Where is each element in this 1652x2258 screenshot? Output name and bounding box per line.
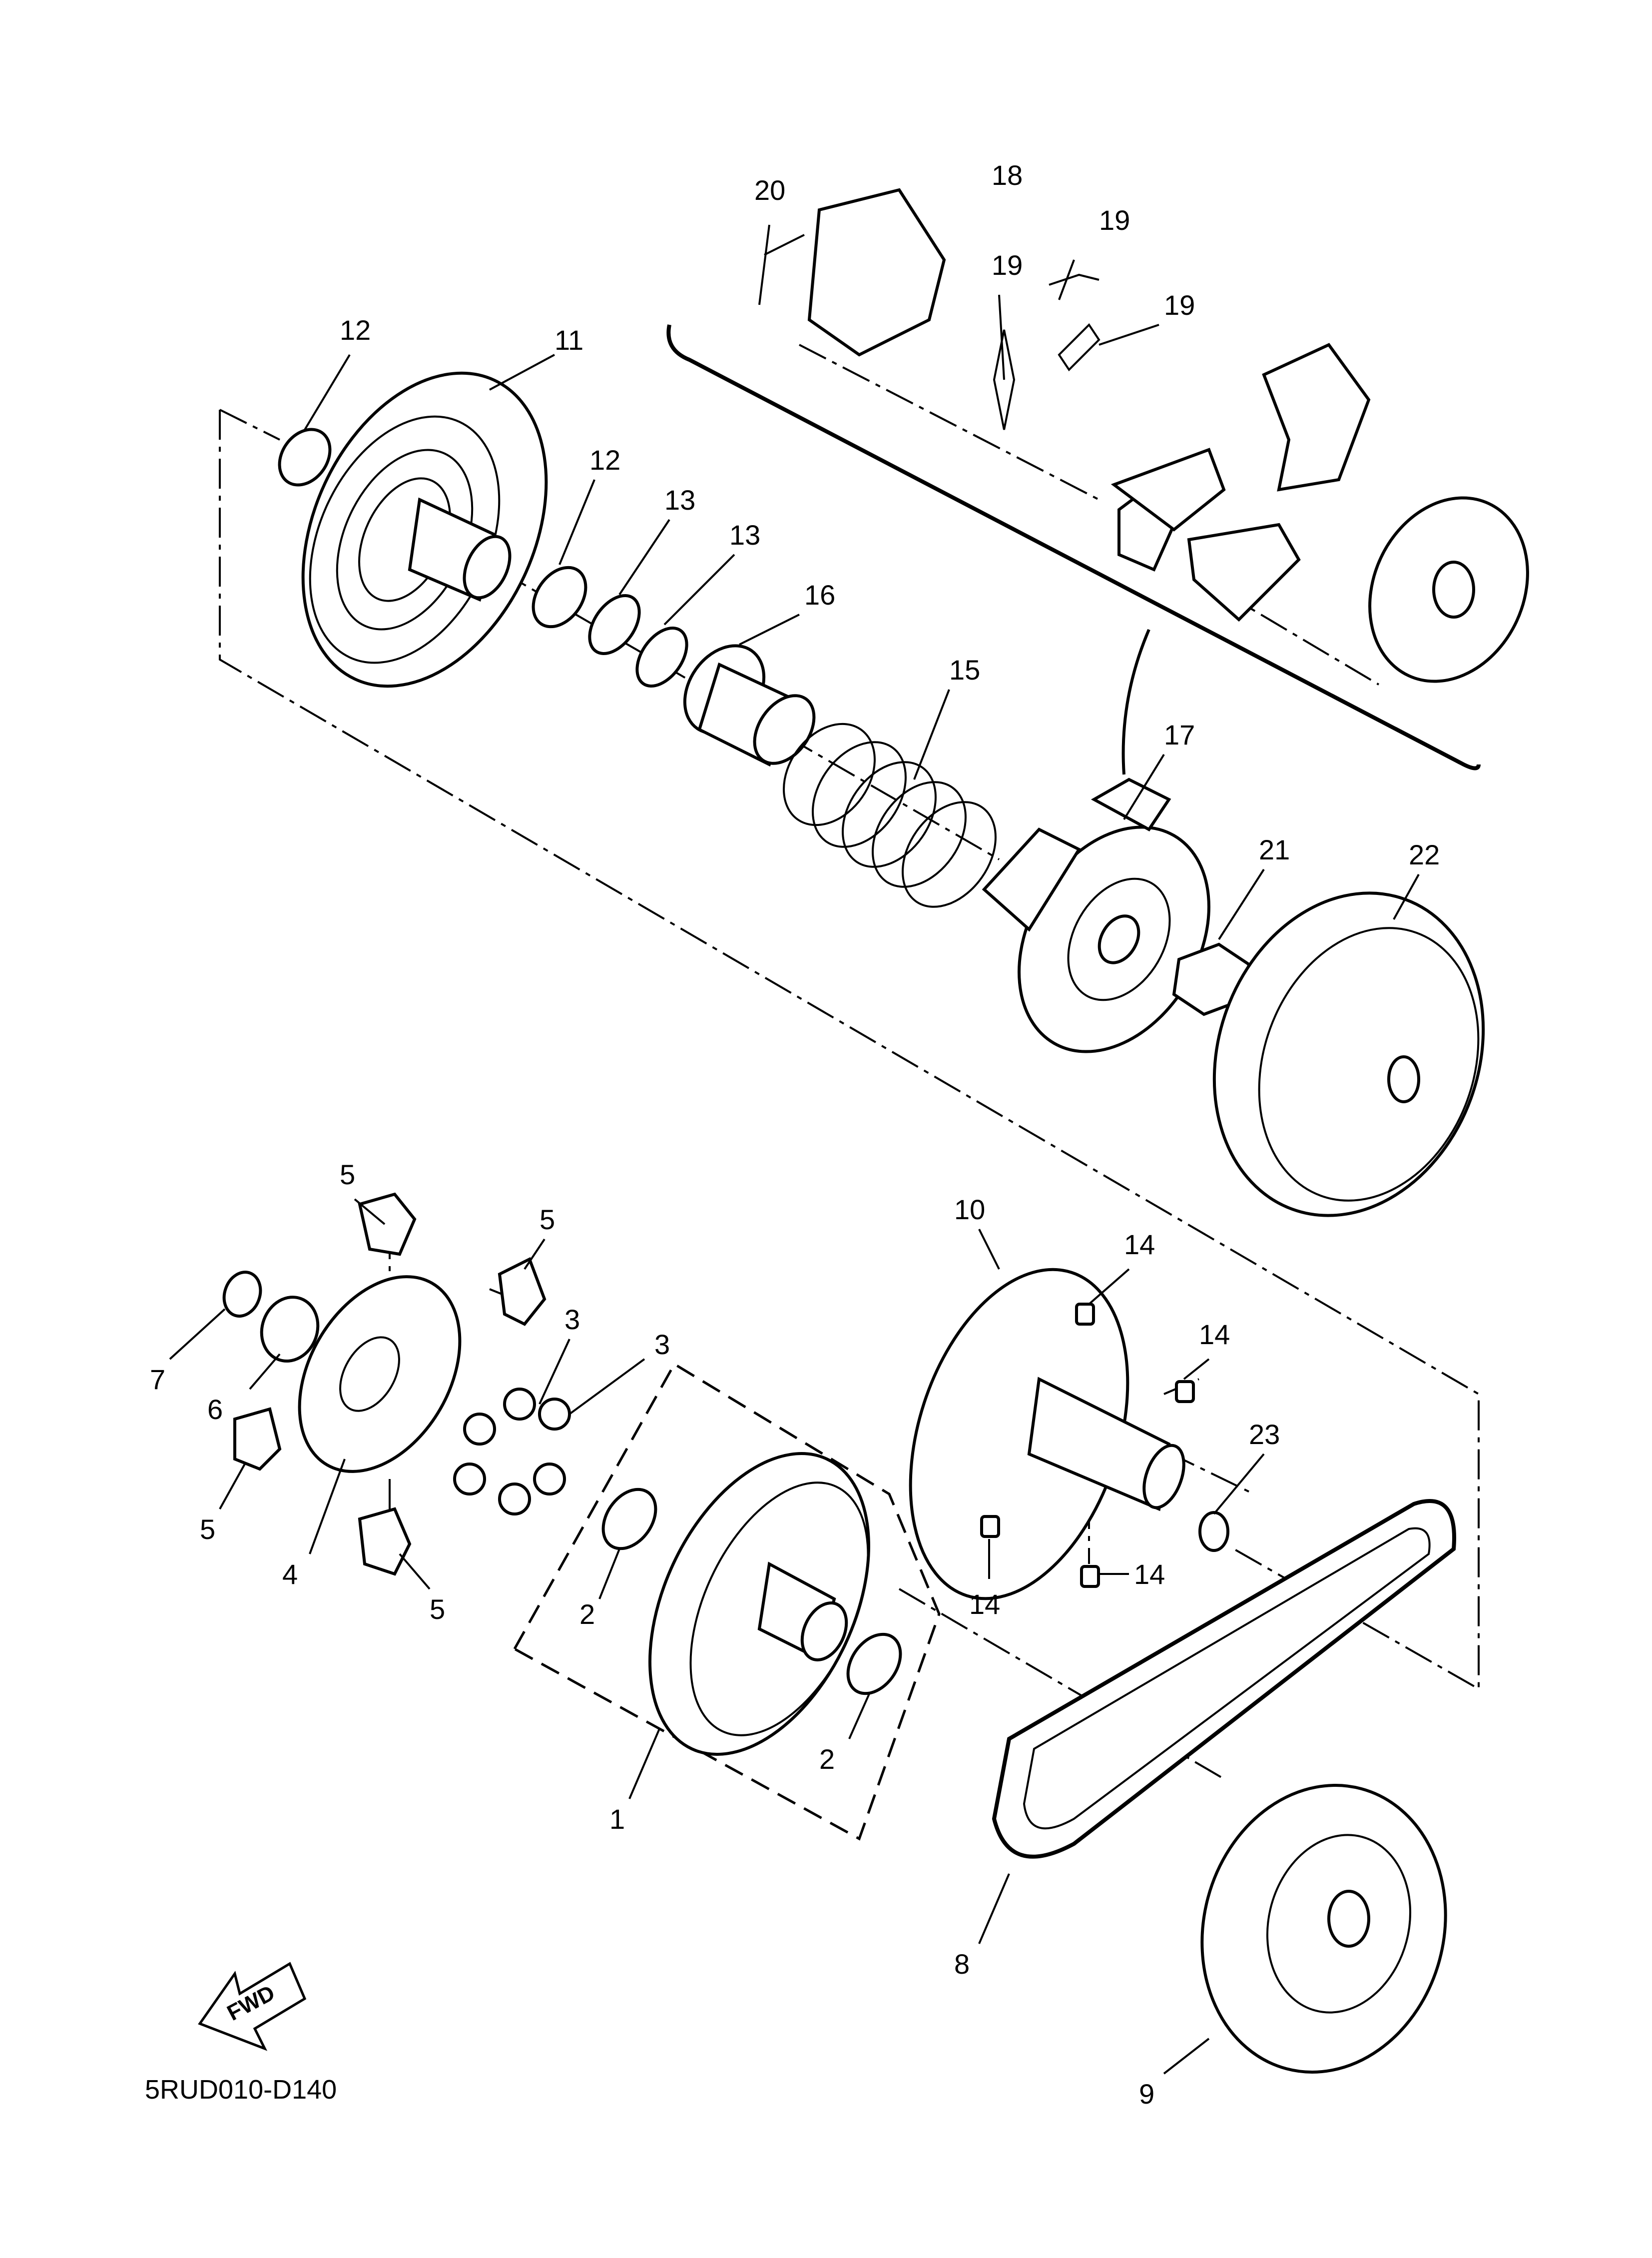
label-part-23: 23 [1249, 1419, 1280, 1450]
label-part-7: 7 [150, 1364, 165, 1395]
compression-spring-part [783, 723, 997, 908]
label-part-14c: 14 [969, 1588, 1000, 1620]
label-part-18: 18 [992, 159, 1023, 191]
v-belt-part [992, 1499, 1456, 1859]
label-part-14b: 14 [1199, 1319, 1230, 1350]
label-part-19a: 19 [1099, 204, 1130, 236]
label-part-5b: 5 [540, 1204, 555, 1235]
fwd-arrow-icon: FWD [198, 1962, 307, 2051]
bushing-2a [601, 1488, 657, 1550]
label-part-2b: 2 [819, 1743, 835, 1775]
label-part-17: 17 [1164, 719, 1195, 751]
label-part-5d: 5 [430, 1593, 445, 1625]
label-part-16: 16 [804, 579, 835, 611]
pin-14c [980, 1515, 1000, 1538]
label-part-12a: 12 [340, 314, 371, 346]
o-ring-2 [635, 627, 688, 688]
pin-14b [1175, 1380, 1195, 1403]
label-part-3a: 3 [564, 1304, 580, 1335]
pin-14a [1075, 1303, 1095, 1326]
label-part-2a: 2 [579, 1598, 595, 1630]
bushing-2b [846, 1632, 902, 1695]
label-part-9: 9 [1139, 2078, 1154, 2110]
secondary-sheave-part [301, 371, 548, 688]
clutch-carrier-part [982, 777, 1210, 1053]
label-part-3b: 3 [654, 1329, 670, 1360]
slider-5c [233, 1407, 282, 1471]
oil-seal-23 [1198, 1511, 1229, 1552]
label-part-20: 20 [754, 174, 785, 206]
cam-part [298, 1275, 462, 1473]
v-belt-inner [1023, 1527, 1431, 1830]
label-part-14a: 14 [1124, 1229, 1155, 1260]
label-part-10: 10 [954, 1194, 985, 1225]
label-part-8: 8 [954, 1948, 970, 1980]
label-part-5a: 5 [340, 1159, 355, 1190]
clutch-shoes-subassembly [807, 188, 1529, 683]
label-part-14d: 14 [1134, 1558, 1165, 1590]
slider-5a [358, 1192, 417, 1256]
clutch-housing-part [1212, 891, 1485, 1217]
clutch-subassembly-bracket [666, 324, 1481, 770]
label-part-13b: 13 [729, 519, 760, 551]
leader-lines [169, 224, 1420, 2075]
label-part-22: 22 [1409, 839, 1440, 870]
primary-sliding-sheave-part [648, 1452, 870, 1756]
pin-14d [1080, 1565, 1100, 1588]
label-part-19c: 19 [1164, 289, 1195, 321]
weight-rollers [453, 1388, 571, 1515]
diagram-code: 5RUD010-D140 [145, 2075, 337, 2105]
o-ring-1 [588, 594, 641, 655]
label-part-19b: 19 [992, 249, 1023, 281]
group-box-primary-sheave [513, 1362, 941, 1841]
oil-seal-upper [278, 428, 332, 487]
primary-fixed-sheave-part [1200, 1784, 1447, 2074]
label-part-5c: 5 [200, 1513, 215, 1545]
oil-seal-lower [532, 566, 587, 629]
collar-part [260, 1296, 320, 1363]
label-part-6: 6 [207, 1394, 223, 1425]
label-part-1: 1 [609, 1803, 625, 1835]
label-part-13a: 13 [664, 484, 695, 516]
label-part-21: 21 [1259, 834, 1290, 865]
secondary-fixed-sheave-part [909, 1268, 1185, 1600]
o-ring-7 [222, 1271, 262, 1318]
label-part-15: 15 [949, 654, 980, 686]
bracket-link [1121, 629, 1150, 775]
slider-5b [498, 1257, 547, 1326]
label-part-11: 11 [554, 324, 583, 356]
slider-5d [358, 1507, 412, 1576]
label-part-12b: 12 [589, 444, 620, 476]
label-part-4: 4 [282, 1558, 298, 1590]
guide-part [683, 644, 816, 767]
